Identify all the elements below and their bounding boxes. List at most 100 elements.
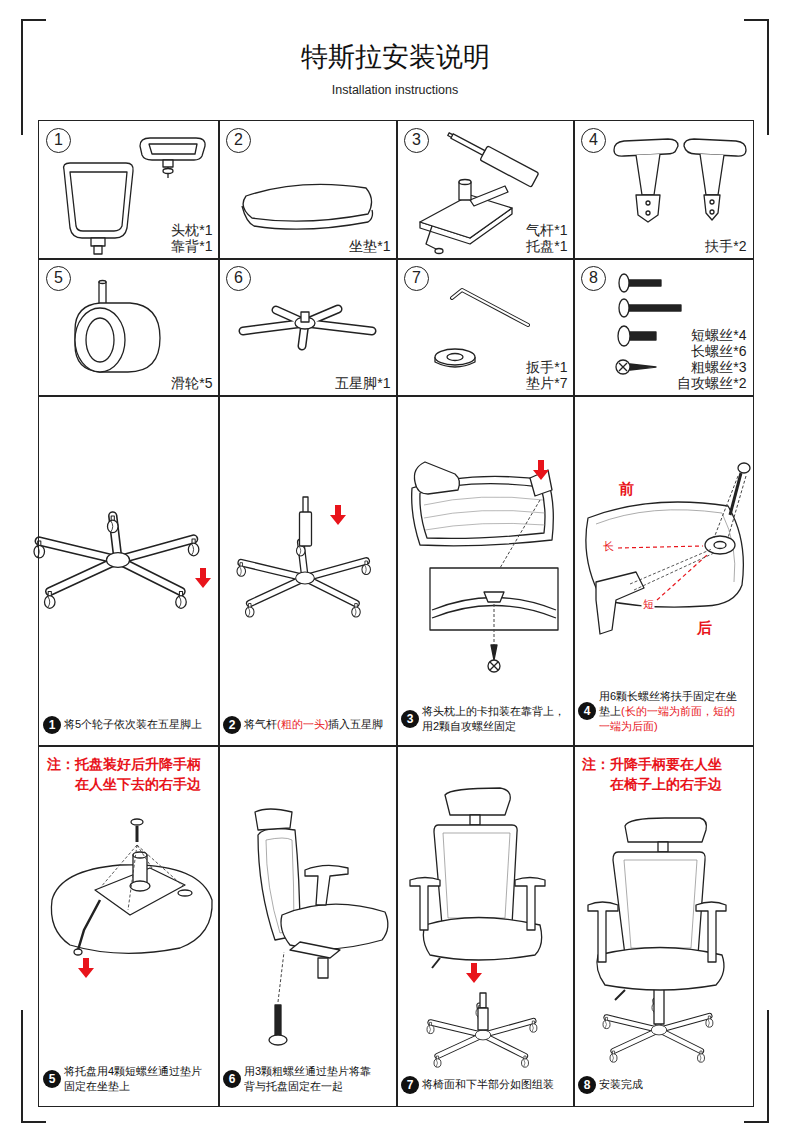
armrest: [684, 139, 746, 156]
step3-backrest: [412, 460, 558, 672]
part-label: 托盘*1: [526, 238, 567, 254]
step7-assembly: [480, 993, 486, 1008]
part-number: 6: [226, 266, 251, 291]
step-text: 用3颗粗螺丝通过垫片将靠 背与托盘固定在一起: [244, 1065, 371, 1092]
step5-tray-seat: [131, 819, 143, 825]
step6-side-view: [269, 1035, 287, 1045]
part-cell: 6 五星脚*1: [218, 258, 398, 397]
armrest: [614, 139, 746, 222]
step-number: 5: [43, 1070, 61, 1088]
backrest-headrest: [64, 163, 134, 238]
finished-chair: [658, 842, 668, 852]
step-description: 用6颗长螺丝将扶手固定在坐 垫上(长的一端为前面，短的 一端为后面): [599, 689, 742, 734]
step6-side-view: [275, 1005, 281, 1037]
wrench-washer: [435, 349, 475, 365]
part-label: 坐垫*1: [349, 238, 390, 254]
step3-backrest: [500, 500, 540, 568]
step-number: 8: [578, 1076, 596, 1094]
step-caption: 3将头枕上的卡扣装在靠背上， 用2颗自攻螺丝固定: [401, 704, 572, 734]
part-label-stack: 短螺丝*4长螺丝*6粗螺丝*3自攻螺丝*2: [677, 327, 746, 391]
step6-side-view: [290, 942, 340, 958]
step-description: 将头枕上的卡扣装在靠背上， 用2颗自攻螺丝固定: [422, 704, 568, 734]
direction-label: 前: [618, 480, 635, 497]
part-label-stack: 扳手*1垫片*7: [526, 359, 567, 391]
screw-set: [619, 299, 629, 317]
step-caption: 5将托盘用4颗短螺丝通过垫片 固定在坐垫上: [43, 1064, 217, 1094]
backrest-headrest: [140, 138, 205, 160]
step5-tray-seat: [100, 845, 183, 910]
tilt-tray: [420, 180, 512, 254]
armrest: [636, 154, 660, 195]
corner-bracket: [22, 20, 768, 1122]
step5-tray-seat: [178, 890, 192, 896]
step-cell: 6用3颗粗螺丝通过垫片将靠 背与托盘固定在一起: [218, 745, 398, 1107]
tilt-tray: [459, 180, 471, 185]
step-number: 6: [223, 1070, 241, 1088]
gas-lift: [445, 127, 539, 187]
backrest-headrest: [94, 246, 102, 254]
caster-wheel: [99, 281, 106, 284]
screw-set: [630, 364, 656, 370]
step6-side-view: [255, 809, 388, 1045]
part-label: 扶手*2: [705, 238, 746, 254]
part-label: 长螺丝*6: [677, 343, 746, 359]
screw-set: [630, 332, 656, 340]
step5-tray-seat: [78, 900, 100, 950]
step7-assembly: [515, 878, 545, 931]
backrest-headrest: [163, 169, 173, 174]
step4-seat-arm: [714, 542, 726, 549]
part-number: 8: [581, 266, 606, 291]
step-caption: 1将5个轮子依次装在五星脚上: [43, 716, 217, 734]
step2-base-lift: [300, 512, 312, 546]
part-label-stack: 五星脚*1: [335, 375, 390, 391]
step5-tray-seat: [130, 881, 150, 891]
wrench-washer: [452, 290, 528, 325]
backrest-headrest: [149, 144, 197, 154]
step5-tray-seat: [136, 826, 139, 842]
finished-chair: [597, 948, 724, 991]
step-number: 1: [43, 716, 61, 734]
finished-chair: [588, 902, 618, 962]
step-caption: 6用3颗粗螺丝通过垫片将靠 背与托盘固定在一起: [223, 1064, 395, 1094]
step1-base: [34, 516, 211, 608]
caster-wheel: [75, 303, 160, 372]
step6-side-view: [305, 865, 348, 905]
star-base-flat: [243, 309, 372, 346]
step3-backrest: [414, 462, 459, 494]
step-text: 将托盘用4颗短螺丝通过垫片 固定在坐垫上: [64, 1065, 202, 1092]
star-base-flat: [301, 312, 309, 322]
step-cell: 1将5个轮子依次装在五星脚上: [38, 395, 220, 747]
armrest: [646, 201, 650, 205]
screw-set: [629, 305, 681, 311]
step4-seat-arm: [738, 463, 750, 473]
step3-backrest: [424, 497, 545, 530]
step7-assembly: [445, 788, 510, 815]
step-number: 3: [401, 710, 419, 728]
part-label-stack: 坐垫*1: [349, 238, 390, 254]
step4-seat-arm: [714, 476, 746, 538]
step3-backrest: [494, 604, 495, 645]
part-label-stack: 滑轮*5: [171, 375, 212, 391]
tilt-tray: [426, 226, 438, 250]
step1-base: [195, 568, 211, 588]
subtitle: Installation instructions: [331, 83, 459, 97]
step-description: 将5个轮子依次装在五星脚上: [64, 717, 217, 732]
screw-set: [616, 360, 630, 374]
part-cell: 8 短螺丝*4长螺丝*6粗螺丝*3自攻螺丝*2: [573, 258, 754, 397]
wrench-washer: [435, 290, 528, 367]
part-number: 1: [46, 128, 71, 153]
step7-assembly: [478, 1008, 488, 1030]
step6-side-view: [318, 958, 328, 978]
part-label: 气杆*1: [526, 222, 567, 238]
step-cell: 7将椅面和下半部分如图组装: [396, 745, 575, 1107]
step7-assembly: [470, 815, 480, 825]
part-label-stack: 气杆*1托盘*1: [526, 222, 567, 254]
finished-chair: [654, 988, 664, 1024]
step-cell: 2将气杆(粗的一头)插入五星脚: [218, 395, 398, 747]
step3-backrest: [533, 460, 549, 480]
step-description: 安装完成: [599, 1077, 751, 1092]
step4-seat-arm: [618, 546, 703, 548]
part-label: 自攻螺丝*2: [677, 375, 746, 391]
